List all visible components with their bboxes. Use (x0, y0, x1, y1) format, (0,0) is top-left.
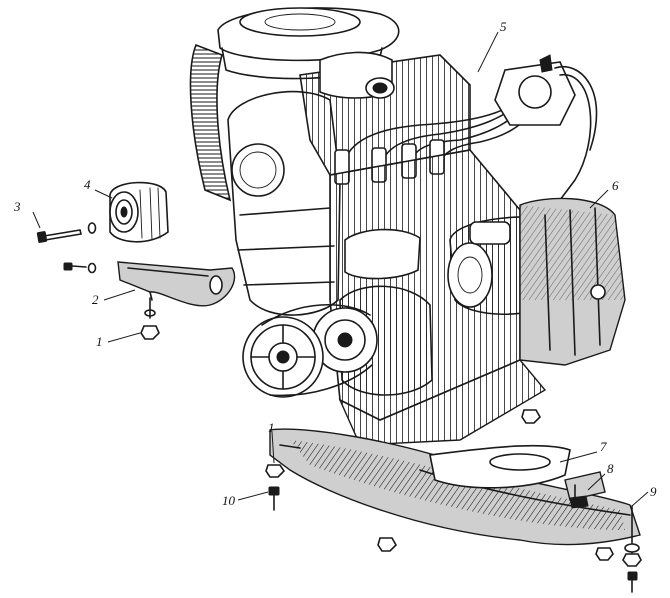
leader-lines (32, 31, 649, 507)
nut-left (140, 297, 160, 340)
crankshaft-pulley (242, 303, 373, 398)
callout-7: 7 (600, 439, 607, 454)
callouts: 3 4 2 1 5 6 7 8 9 10 1 (13, 19, 657, 508)
mount-cushion (109, 181, 169, 243)
alternator (312, 285, 433, 396)
distributor (494, 54, 598, 201)
mount-bracket (117, 261, 236, 307)
rear-mount (564, 471, 642, 593)
bracket-bolt (63, 262, 97, 274)
callout-3: 3 (13, 199, 21, 214)
callout-1-left: 1 (96, 334, 103, 349)
callout-4: 4 (84, 177, 91, 192)
callout-5: 5 (500, 19, 507, 34)
mount-bolt (36, 222, 97, 243)
callout-8: 8 (607, 461, 614, 476)
subframe (269, 428, 641, 546)
callout-6: 6 (612, 178, 619, 193)
gearbox (519, 197, 626, 366)
callout-2: 2 (92, 292, 99, 307)
intake-hose (189, 43, 232, 202)
callout-9: 9 (650, 484, 657, 499)
callout-1-right: 1 (268, 420, 275, 435)
subframe-fasteners (265, 409, 541, 552)
callout-10: 10 (222, 493, 236, 508)
air-filter (217, 7, 400, 80)
